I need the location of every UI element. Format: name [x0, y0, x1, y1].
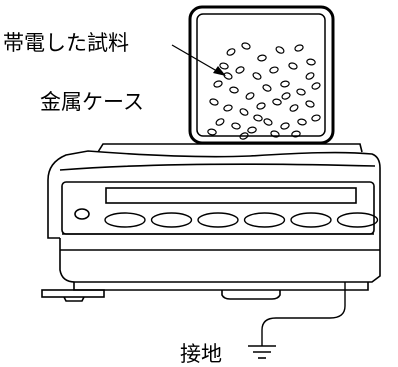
sample-particle	[269, 66, 279, 74]
ground-label: 接地	[180, 342, 222, 366]
balance-key-1	[104, 212, 146, 228]
sample-particle	[288, 62, 298, 70]
charged-sample-label: 帯電した試料	[3, 31, 129, 55]
sample-particle	[207, 128, 217, 136]
balance-key-2	[150, 212, 193, 228]
sample-particle	[263, 118, 273, 126]
left-foot	[41, 289, 105, 298]
sample-particle	[305, 72, 315, 80]
sample-particle	[209, 98, 219, 106]
metal-case-label: 金属ケース	[40, 90, 144, 114]
indicator-lamp	[74, 208, 90, 220]
front-panel	[61, 181, 375, 235]
sample-particle	[223, 72, 233, 80]
sample-particle	[262, 84, 272, 92]
sample-particle	[256, 102, 266, 110]
sample-particle	[280, 122, 290, 130]
metal-case	[188, 5, 335, 145]
sample-particle	[289, 104, 299, 112]
sample-particle	[247, 126, 257, 134]
sample-particle	[296, 88, 306, 96]
sample-particle	[306, 58, 316, 66]
sample-particle	[297, 118, 307, 126]
display-window	[105, 187, 357, 204]
sample-particle	[305, 100, 315, 108]
sample-particle	[223, 104, 233, 112]
balance-key-6	[336, 212, 379, 228]
left-face	[47, 180, 60, 239]
ground-symbol-icon	[248, 345, 276, 359]
balance-body	[41, 143, 381, 302]
weighing-pan	[97, 143, 363, 153]
center-foot	[221, 290, 281, 300]
balance-key-5	[290, 212, 332, 228]
sample-particle	[294, 44, 304, 52]
sample-particle	[280, 80, 290, 88]
upper-housing	[47, 150, 381, 238]
balance-key-4	[243, 212, 286, 228]
sample-particle	[275, 46, 285, 54]
sample-particle	[226, 48, 236, 56]
metal-case-inner	[196, 13, 326, 137]
ground-wire	[261, 282, 346, 346]
sample-particle	[311, 114, 321, 122]
sample-particle	[252, 72, 262, 80]
sample-arrow	[171, 44, 226, 76]
sample-particle	[241, 42, 251, 50]
sample-particle	[219, 62, 229, 70]
sample-particle	[239, 108, 249, 116]
sample-particle	[291, 130, 301, 138]
sample-particles	[207, 42, 321, 140]
sample-particle	[272, 98, 282, 106]
balance-key-3	[197, 212, 239, 228]
sample-particle	[213, 80, 223, 88]
sample-particle	[257, 54, 267, 62]
metal-case-outer	[188, 5, 335, 145]
sample-particle	[245, 92, 255, 100]
sample-particle	[239, 132, 249, 140]
sample-particle	[311, 82, 321, 90]
sample-particle	[231, 122, 241, 130]
key-row	[104, 212, 379, 228]
sample-particle	[235, 66, 245, 74]
lower-body	[59, 238, 381, 283]
sample-particle	[253, 114, 263, 122]
sample-particle	[215, 118, 225, 126]
sample-particle	[281, 92, 291, 100]
sample-particle	[270, 130, 280, 138]
sample-particle	[229, 86, 239, 94]
base-plate	[73, 282, 369, 291]
